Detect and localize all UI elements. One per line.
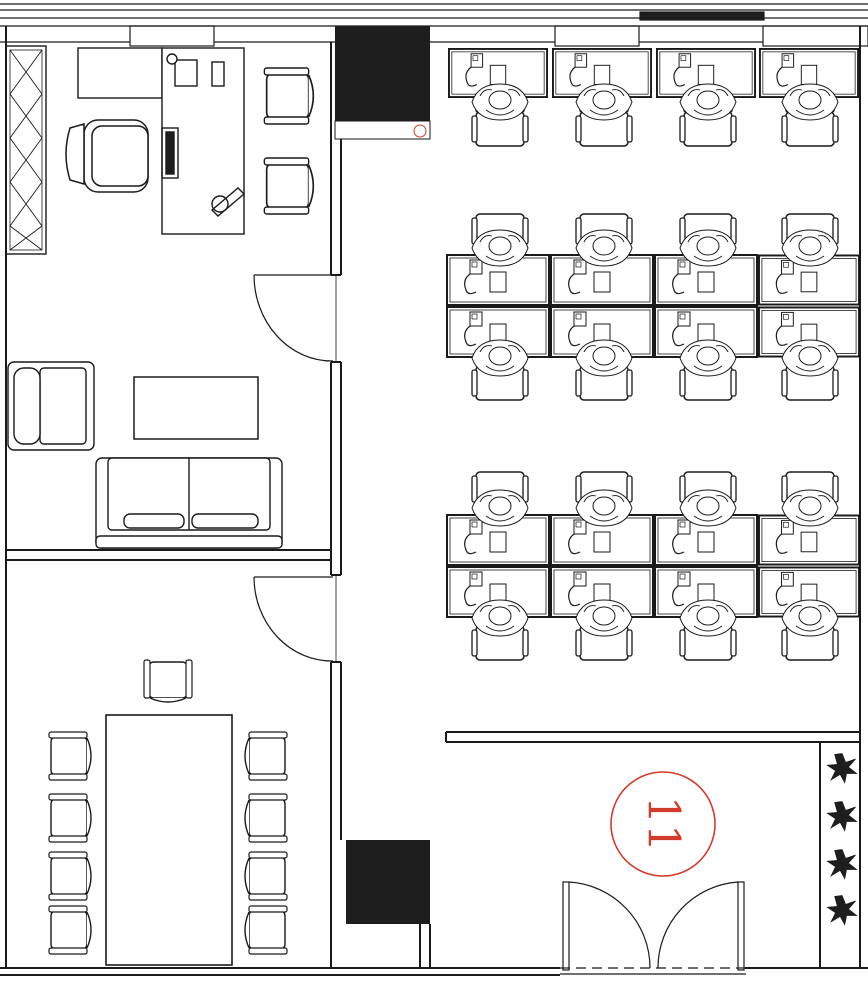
potted-plant-icon <box>827 753 857 925</box>
entrance-double-door[interactable] <box>560 881 746 975</box>
visitor-chair-2 <box>263 157 315 215</box>
door-lower[interactable] <box>253 574 341 663</box>
pillar-top <box>335 26 430 121</box>
workstation-row-1 <box>447 48 860 147</box>
meeting-chairs-right <box>244 731 288 955</box>
room-marker-label: 11 <box>638 796 689 852</box>
meeting-table <box>105 714 233 966</box>
sofa <box>95 457 283 549</box>
meeting-chairs-left <box>48 731 92 955</box>
top-window-band <box>0 3 868 47</box>
visitor-chair-1 <box>263 67 315 125</box>
executive-chair <box>65 119 149 193</box>
lounge-armchair <box>7 361 95 451</box>
pillar-bottom <box>346 840 430 924</box>
coffee-table <box>133 376 259 440</box>
door-upper[interactable] <box>253 274 341 363</box>
bookshelf <box>5 45 47 255</box>
workstation-block-2 <box>446 213 860 401</box>
pillar-top-base <box>334 120 431 140</box>
workstation-block-3 <box>446 471 860 661</box>
room-marker: 11 <box>610 771 716 877</box>
meeting-head-chair <box>143 659 193 703</box>
executive-desk <box>77 47 246 235</box>
walls <box>0 26 868 976</box>
